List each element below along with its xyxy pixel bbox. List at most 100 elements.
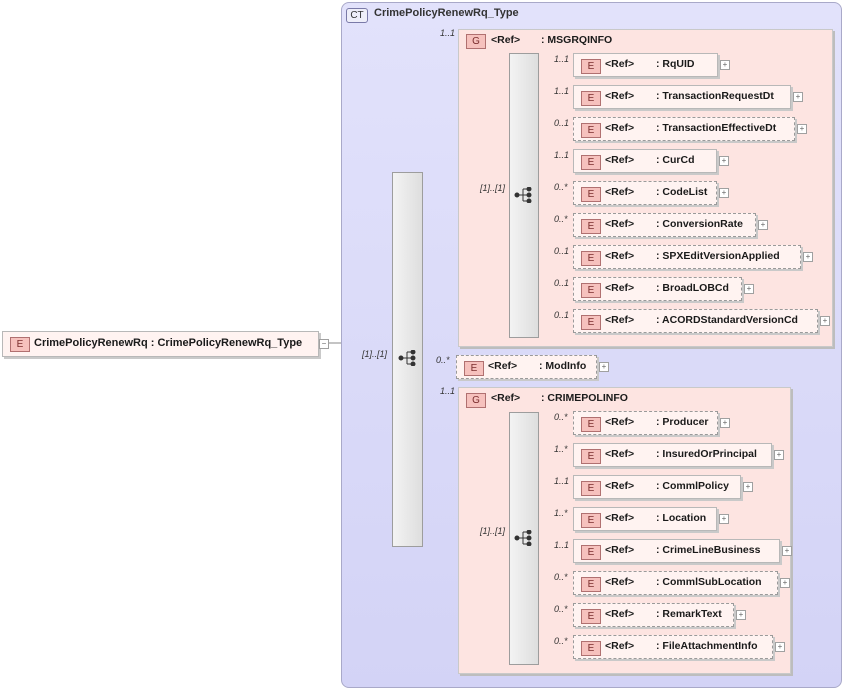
element-name: : Producer (656, 416, 709, 428)
element-badge: E (581, 315, 601, 330)
element-conversionrate[interactable]: E<Ref>: ConversionRate (573, 213, 756, 237)
element-fileattachmentinfo[interactable]: E<Ref>: FileAttachmentInfo (573, 635, 773, 659)
sequence-icon (514, 187, 532, 203)
element-name: : ConversionRate (656, 218, 743, 230)
element-badge: E (581, 123, 601, 138)
root-element[interactable]: E CrimePolicyRenewRq : CrimePolicyRenewR… (2, 331, 319, 357)
element-cardinality: 0..1 (554, 246, 570, 256)
element-name: : CurCd (656, 154, 695, 166)
group-badge: G (466, 393, 486, 408)
element-cardinality: 1..1 (554, 150, 570, 160)
element-ref: <Ref> (605, 608, 635, 620)
expand-icon[interactable]: + (782, 546, 792, 556)
element-cardinality: 0..* (554, 636, 568, 646)
element-cardinality: 0..* (554, 572, 568, 582)
sequence-icon (514, 530, 532, 546)
expand-icon[interactable]: + (775, 642, 785, 652)
element-location[interactable]: E<Ref>: Location (573, 507, 717, 531)
expand-icon[interactable]: + (820, 316, 830, 326)
element-badge: E (581, 545, 601, 560)
element-ref: <Ref> (605, 282, 635, 294)
element-curcd[interactable]: E<Ref>: CurCd (573, 149, 717, 173)
element-cardinality: 1..1 (554, 54, 570, 64)
element-ref: <Ref> (605, 314, 635, 326)
element-badge: E (581, 219, 601, 234)
collapse-icon[interactable]: − (319, 339, 329, 349)
element-ref: <Ref> (605, 416, 635, 428)
element-cardinality: 1..1 (554, 540, 570, 550)
element-badge: E (581, 251, 601, 266)
element-crimelinebusiness[interactable]: E<Ref>: CrimeLineBusiness (573, 539, 780, 563)
element-remarktext[interactable]: E <Ref> : RemarkText (573, 603, 734, 627)
element-name: : TransactionEffectiveDt (656, 122, 777, 134)
element-badge: E (581, 91, 601, 106)
element-commlsublocation[interactable]: E<Ref>: CommlSubLocation (573, 571, 778, 595)
element-name: : SPXEditVersionApplied (656, 250, 780, 262)
element-badge: E (581, 187, 601, 202)
element-insuredorprincipal[interactable]: E <Ref> : InsuredOrPrincipal (573, 443, 772, 467)
element-name: : InsuredOrPrincipal (656, 448, 757, 460)
complex-type-badge: CT (346, 8, 368, 23)
element-cardinality: 1..* (554, 444, 568, 454)
element-commlpolicy[interactable]: E<Ref>: CommlPolicy (573, 475, 741, 499)
expand-icon[interactable]: + (599, 362, 609, 372)
group-ref: <Ref> (491, 392, 521, 404)
element-cardinality: 1..1 (554, 476, 570, 486)
expand-icon[interactable]: + (719, 188, 729, 198)
element-ref: <Ref> (488, 360, 518, 372)
element-badge: E (581, 609, 601, 624)
element-cardinality: 0..1 (554, 310, 570, 320)
element-badge: E (581, 481, 601, 496)
element-ref: <Ref> (605, 58, 635, 70)
expand-icon[interactable]: + (780, 578, 790, 588)
expand-icon[interactable]: + (719, 156, 729, 166)
element-badge: E (464, 361, 484, 376)
expand-icon[interactable]: + (797, 124, 807, 134)
element-ref: <Ref> (605, 90, 635, 102)
main-sequence-cardinality: [1]..[1] (362, 349, 388, 359)
element-ref: <Ref> (605, 448, 635, 460)
expand-icon[interactable]: + (758, 220, 768, 230)
element-spxeditversionapplied[interactable]: E <Ref> : SPXEditVersionApplied (573, 245, 801, 269)
element-badge: E (581, 577, 601, 592)
expand-icon[interactable]: + (720, 60, 730, 70)
element-ref: <Ref> (605, 640, 635, 652)
element-acordstandardversioncd[interactable]: E<Ref>: ACORDStandardVersionCd (573, 309, 818, 333)
element-name: : CommlPolicy (656, 480, 729, 492)
group-sequence-cardinality: [1]..[1] (480, 183, 506, 193)
expand-icon[interactable]: + (736, 610, 746, 620)
expand-icon[interactable]: + (719, 514, 729, 524)
group-sequence-cardinality: [1]..[1] (480, 526, 506, 536)
element-producer[interactable]: E<Ref>: Producer (573, 411, 718, 435)
element-badge: E (581, 449, 601, 464)
element-cardinality: 0..1 (554, 118, 570, 128)
element-badge: E (581, 155, 601, 170)
complex-type-title[interactable]: CrimePolicyRenewRq_Type (374, 7, 519, 19)
element-codelist[interactable]: E<Ref>: CodeList (573, 181, 717, 205)
element-name: : CommlSubLocation (656, 576, 762, 588)
expand-icon[interactable]: + (793, 92, 803, 102)
element-transactionrequestdt[interactable]: E<Ref>: TransactionRequestDt (573, 85, 791, 109)
element-ref: <Ref> (605, 122, 635, 134)
element-modinfo[interactable]: E <Ref> : ModInfo (456, 355, 597, 379)
group-name: : MSGRQINFO (541, 34, 613, 46)
element-cardinality: 0..* (554, 214, 568, 224)
element-cardinality: 0..* (554, 182, 568, 192)
modinfo-cardinality: 0..* (436, 355, 450, 365)
expand-icon[interactable]: + (774, 450, 784, 460)
expand-icon[interactable]: + (744, 284, 754, 294)
element-name: : RemarkText (656, 608, 722, 620)
group-cardinality: 1..1 (440, 28, 456, 38)
element-badge: E (581, 641, 601, 656)
element-rquid[interactable]: E<Ref>: RqUID (573, 53, 718, 77)
element-ref: <Ref> (605, 250, 635, 262)
expand-icon[interactable]: + (743, 482, 753, 492)
expand-icon[interactable]: + (720, 418, 730, 428)
element-transactioneffectivedt[interactable]: E <Ref> : TransactionEffectiveDt (573, 117, 795, 141)
element-broadlobcd[interactable]: E<Ref>: BroadLOBCd (573, 277, 742, 301)
element-badge: E (581, 59, 601, 74)
element-cardinality: 0..* (554, 604, 568, 614)
expand-icon[interactable]: + (803, 252, 813, 262)
group-badge: G (466, 34, 486, 49)
element-name: : CrimeLineBusiness (656, 544, 761, 556)
